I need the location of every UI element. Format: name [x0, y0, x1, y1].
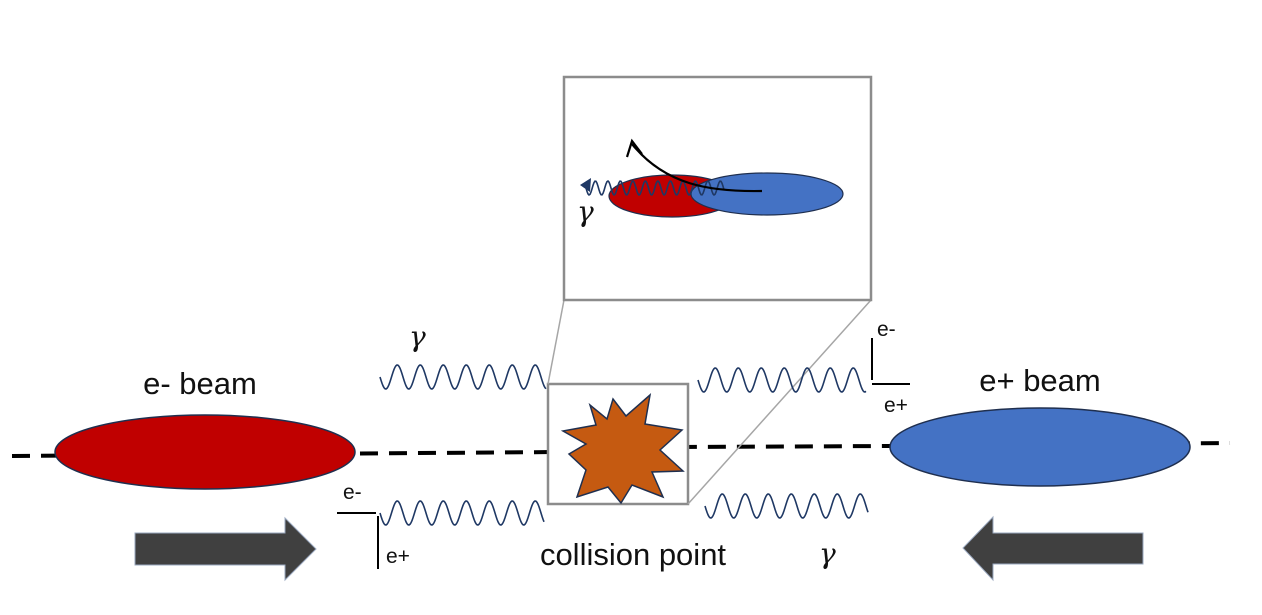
left-direction-arrow [962, 515, 1144, 582]
photon-label-bottom: γ [819, 537, 836, 570]
electron-beam-label: e- beam [143, 366, 257, 401]
inset-deflection-arrowhead [625, 138, 643, 158]
explosion-icon [560, 393, 685, 505]
pair-top-positron-label: e+ [884, 394, 908, 417]
photon-wave-top-left [379, 364, 547, 390]
pair-bottom-positron-label: e+ [386, 545, 410, 568]
photon-wave-top-right [697, 367, 867, 393]
photon-wave-bottom-left [379, 500, 545, 526]
right-direction-arrow [134, 516, 317, 582]
zoom-connector-left [547, 299, 565, 385]
zoom-connector-right [687, 299, 872, 505]
pair-bottom-electron-label: e- [343, 481, 362, 504]
inset-photon-label: γ [577, 195, 594, 228]
inset-photon-wave [585, 179, 725, 197]
collision-point-label: collision point [540, 537, 726, 572]
electron-beam-bunch [54, 414, 356, 490]
photon-wave-bottom-right [704, 493, 869, 519]
inset-wave-arrowhead [580, 178, 591, 192]
positron-beam-bunch [889, 407, 1191, 487]
photon-label-top: γ [409, 320, 426, 353]
pair-top-electron-label: e- [877, 318, 896, 341]
positron-beam-label: e+ beam [979, 363, 1101, 398]
inset-deflection-curve [631, 143, 763, 193]
